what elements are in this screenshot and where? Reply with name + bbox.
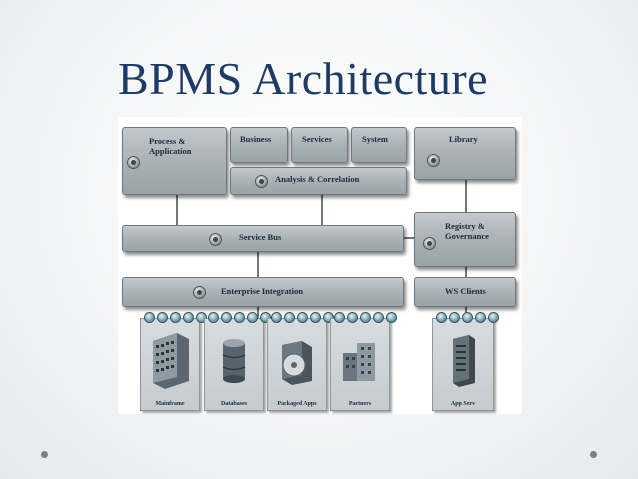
ws-clients-label: WS Clients [445,286,486,296]
connector-line [465,179,467,212]
system-label: System [362,134,388,144]
packaged-apps-icon [282,341,312,385]
packaged-apps-panel: Packaged Apps [267,312,334,411]
mainframe-label: Mainframe [155,401,185,407]
partners-panel: Partners [330,312,397,411]
connector-row [271,312,334,323]
gear-icon [427,154,440,167]
connector-row [334,312,397,323]
services-label: Services [302,134,332,144]
slide-title: BPMS Architecture [118,53,489,104]
architecture-diagram: Process & Application Business Services … [118,117,522,414]
connector-line [176,195,178,225]
connector-line [257,305,259,318]
connector-line [257,250,259,277]
app-serv-label: App Serv [450,401,476,407]
service-bus-box: Service Bus [122,225,404,252]
gear-icon [423,237,436,250]
process-application-label: Process & Application [149,136,192,156]
connector-row [144,312,207,323]
connector-row [436,312,499,323]
connector-line [402,237,414,239]
library-label: Library [449,134,478,144]
app-serv-panel: App Serv [432,312,499,411]
slide-corner-dot [590,451,597,458]
business-box: Business [230,127,288,163]
mainframe-panel: Mainframe [140,312,207,411]
connector-line [465,265,467,277]
databases-panel: Databases [204,312,271,411]
app-server-icon [453,335,475,387]
registry-governance-label: Registry & Governance [445,221,489,241]
connector-line [465,305,467,318]
enterprise-integration-box: Enterprise Integration [122,277,404,307]
analysis-correlation-box: Analysis & Correlation [230,167,407,195]
mainframe-icon [153,333,189,389]
partners-label: Partners [348,401,372,407]
gear-icon [193,286,206,299]
enterprise-integration-label: Enterprise Integration [221,286,303,296]
services-box: Services [291,127,348,163]
system-box: System [351,127,407,163]
business-label: Business [240,134,272,144]
slide-corner-dot [41,451,48,458]
database-icon [222,339,246,383]
analysis-correlation-label: Analysis & Correlation [275,174,360,184]
library-box: Library [414,127,516,180]
registry-governance-box: Registry & Governance [414,212,516,267]
gear-icon [209,233,222,246]
process-application-box: Process & Application [122,127,227,195]
connector-row [208,312,271,323]
packaged-apps-label: Packaged Apps [277,401,317,407]
gear-icon [127,156,140,169]
connector-line [321,195,323,225]
partners-icon [343,343,375,381]
databases-label: Databases [220,401,247,407]
gear-icon [255,175,268,188]
ws-clients-box: WS Clients [414,277,516,307]
service-bus-label: Service Bus [239,232,282,242]
